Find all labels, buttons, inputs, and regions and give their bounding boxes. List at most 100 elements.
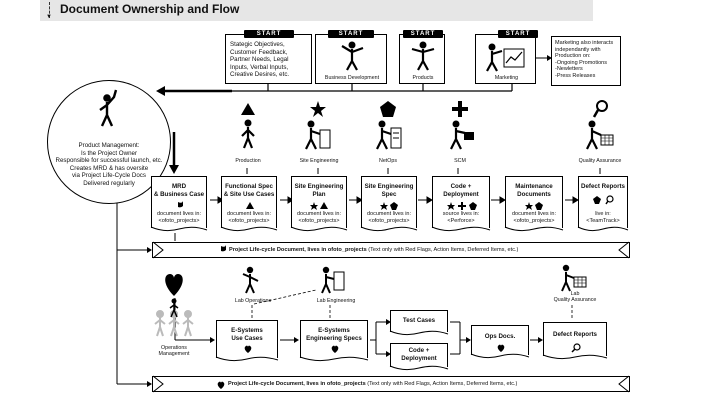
star-pentagon-icons [380, 202, 398, 210]
doc-wave [360, 226, 418, 232]
banner-title: Project Life-cycle Document, lives in of… [228, 381, 366, 387]
doc-code-deployment: Code + Deployment source lives in: <Perf… [431, 176, 491, 232]
doc-site-engineering-spec: Site Engineering Spec document lives in:… [360, 176, 418, 232]
doc-location: document lives in: <ofoto_projects> [156, 211, 202, 224]
team-quality-assurance: Quality Assurance [578, 100, 622, 168]
heart-icon [497, 344, 505, 352]
lab-engineering-person-icon [321, 266, 345, 294]
person-arms-out-icon [411, 41, 435, 71]
product-management-text: Product Management: Is the Project Owner… [55, 142, 163, 187]
lab-engineering-label: Lab Engineering [316, 298, 356, 304]
team-scm: SCM [440, 100, 480, 168]
doc-location: document lives in: <ofoto_projects> [226, 211, 272, 224]
team-netops: NetOps [368, 100, 408, 168]
doc-wave [431, 226, 491, 232]
operations-management-label: Operations Management [158, 345, 190, 357]
lab-operations-person-icon [242, 266, 259, 294]
doc-wave [299, 356, 369, 362]
doc-location: document lives in: <ofoto_projects> [511, 211, 557, 224]
person-workstation-icon [305, 120, 331, 150]
doc-defect-reports-2: Defect Reports [542, 322, 608, 360]
doc-location: document lives in: <ofoto_projects> [366, 211, 412, 224]
team-production: Production [230, 103, 266, 169]
start-badge: START [244, 30, 294, 38]
banner-note: (Text only with Red Flags, Action Items,… [367, 381, 518, 387]
start-marketing-label: Marketing [494, 75, 519, 81]
start-products-label: Products [412, 75, 434, 81]
banner-end-left [152, 375, 164, 393]
person-icon [241, 119, 255, 149]
doc-esystems-engineering-specs: E-Systems Engineering Specs [299, 320, 369, 362]
team-site-engineering: Site Engineering [296, 100, 342, 168]
doc-wave [290, 226, 348, 232]
doc-location: document lives in: <ofoto_projects> [296, 211, 342, 224]
down-arrow-icon: ▼ [46, 14, 52, 20]
heart-icon [244, 345, 252, 353]
heart-icon [331, 345, 339, 353]
doc-wave [220, 226, 278, 232]
person-server-icon [376, 120, 402, 150]
start-badge: START [328, 30, 374, 38]
triangle-icon [246, 202, 254, 209]
start-badge: START [498, 30, 538, 38]
doc-functional-spec: Functional Spec & Site Use Cases documen… [220, 176, 278, 232]
lab-qa-person-icon [561, 264, 587, 292]
doc-wave [542, 354, 608, 360]
doc-title: Defect Reports [552, 331, 597, 338]
banner-end-left [152, 241, 164, 259]
star-cross-pentagon-icons [447, 202, 477, 210]
team-label: Production [235, 158, 261, 164]
triangle-icon [241, 103, 255, 115]
banner-note: (Text only with Red Flags, Action Items,… [368, 247, 519, 253]
cross-icon [452, 101, 468, 117]
flag-icon [178, 201, 183, 211]
doc-title: Maintenance Documents [515, 183, 553, 198]
person-icon [169, 298, 179, 318]
page-title: Document Ownership and Flow [60, 2, 240, 16]
doc-wave [470, 353, 530, 359]
star-pentagon-icons [525, 202, 543, 210]
start-badge: START [403, 30, 443, 38]
doc-title: Site Engineering Plan [294, 183, 344, 198]
doc-wave [577, 226, 629, 232]
doc-site-engineering-plan: Site Engineering Plan document lives in:… [290, 176, 348, 232]
lab-operations-label: Lab Operations [234, 298, 272, 304]
doc-wave [389, 365, 449, 371]
doc-wave [504, 226, 564, 232]
start-business-label: Business Development [324, 75, 380, 81]
doc-title: MRD & Business Case [153, 183, 205, 198]
doc-title: Site Engineering Spec [364, 183, 414, 198]
person-carrying-icon [450, 120, 474, 150]
person-pointing-icon [341, 41, 364, 71]
heart-icon [217, 381, 225, 389]
doc-title: Ops Docs. [484, 333, 516, 340]
doc-esystems-use-cases: E-Systems Use Cases [215, 320, 279, 362]
doc-title: Code + Deployment [401, 347, 437, 362]
doc-title: E-Systems Use Cases [231, 327, 263, 342]
person-basket-icon [586, 120, 614, 150]
lab-qa-label: Lab Quality Assurance [553, 291, 597, 303]
start-strategic-text: Stategic Objectives, Customer Feedback, … [230, 41, 290, 78]
pentagon-icon [380, 101, 396, 117]
doc-title: Test Cases [402, 317, 436, 324]
doc-ops-docs: Ops Docs. [470, 325, 530, 359]
doc-wave [389, 330, 449, 336]
start-box-marketing: START Marketing [475, 30, 538, 84]
doc-title: Defect Reports [580, 183, 625, 190]
title-divider [49, 2, 50, 18]
doc-code-deployment-2: Code + Deployment [389, 343, 449, 371]
doc-location: live in: <TeamTrack> [586, 211, 620, 224]
doc-wave [215, 356, 279, 362]
pentagon-magnifier-icons [593, 195, 614, 205]
magnifier-icon [592, 100, 608, 118]
start-box-strategic: START Stategic Objectives, Customer Feed… [225, 30, 312, 84]
banner-title: Project Life-cycle Document, lives in of… [229, 247, 367, 253]
marketing-note: Marketing also interacts independantly w… [551, 36, 621, 86]
team-label: Site Engineering [299, 158, 339, 164]
star-icon [310, 101, 326, 117]
star-triangle-icons [310, 202, 328, 210]
title-bar [40, 0, 593, 21]
start-box-business-development: START Business Development [315, 30, 387, 84]
team-label: NetOps [379, 158, 397, 164]
